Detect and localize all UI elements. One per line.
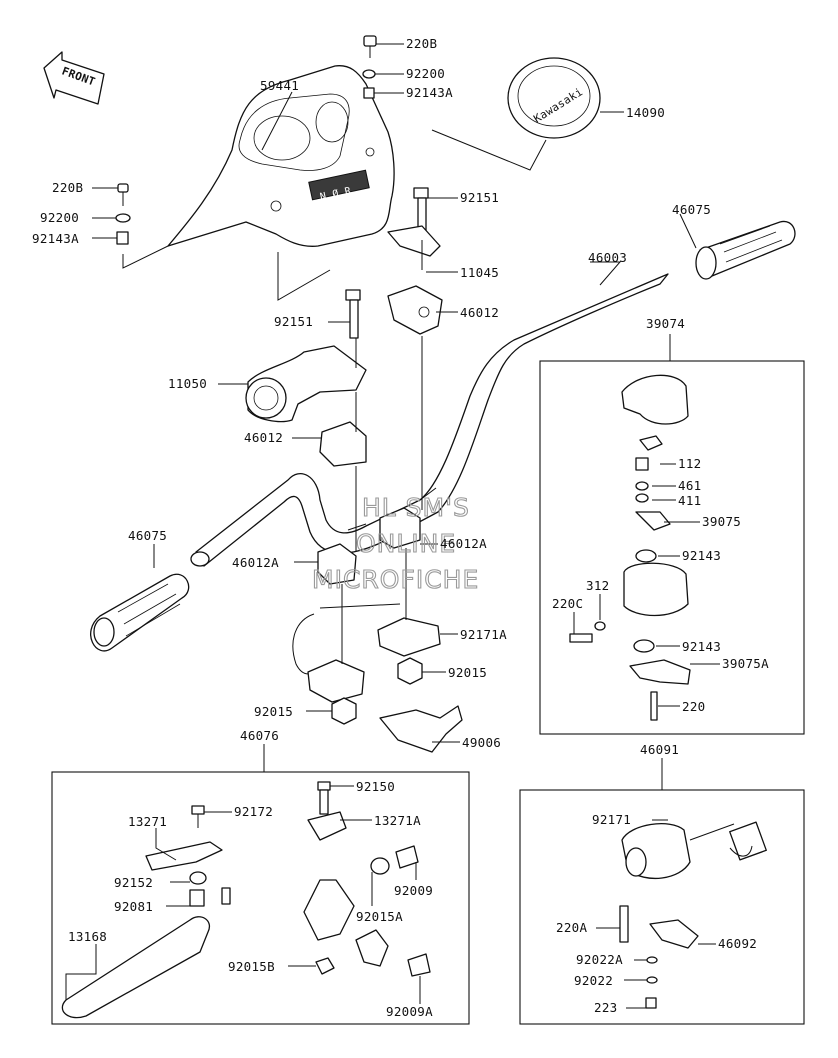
- part-label: 92015B: [228, 959, 275, 974]
- part-label: 92151: [274, 314, 313, 329]
- part-label: 92171: [592, 812, 631, 827]
- part-label: 46012A: [440, 536, 487, 551]
- holder-46012a-left: [317, 543, 357, 585]
- leader-lines: [65, 43, 720, 1009]
- part-label: 39075A: [722, 656, 769, 671]
- part-label: 220B: [406, 36, 437, 51]
- lever-assembly-46076: [61, 781, 431, 1019]
- bolt-92151-upper: [413, 187, 429, 233]
- part-label: 46092: [718, 936, 757, 951]
- holder-49006: [379, 705, 463, 753]
- watermark-line-1: HL SM'S: [362, 493, 470, 522]
- part-label: 92143A: [32, 231, 79, 246]
- part-label: 59441: [260, 78, 299, 93]
- part-label: 461: [678, 478, 701, 493]
- part-label: 220: [682, 699, 705, 714]
- part-label: 92009A: [386, 1004, 433, 1019]
- part-label: 13271: [128, 814, 167, 829]
- watermark: HL SM'S ONLINE MICROFICHE: [311, 492, 479, 594]
- watermark-line-2: ONLINE: [356, 529, 456, 558]
- bracket-11045: [387, 225, 441, 257]
- nut-92015-left: [331, 697, 357, 725]
- meter-cover-part: N Ø R: [167, 65, 395, 247]
- nut-92015-right: [397, 657, 423, 685]
- lever-group-box: [51, 771, 470, 1025]
- switch-housing-39074: [569, 374, 691, 721]
- front-arrow-icon: FRONT: [43, 51, 105, 105]
- part-label: 46012: [460, 305, 499, 320]
- part-label: 92022: [574, 973, 613, 988]
- part-label: 13168: [68, 929, 107, 944]
- part-label: 39075: [702, 514, 741, 529]
- switch-assembly-46091: [619, 821, 767, 1009]
- part-label: 11050: [168, 376, 207, 391]
- screw-220b-left: [115, 183, 131, 245]
- part-label: 220C: [552, 596, 583, 611]
- part-label: 92150: [356, 779, 395, 794]
- part-label: 92143A: [406, 85, 453, 100]
- part-labels: 220B 92200 92143A 59441 14090 220B 92200…: [32, 36, 769, 1019]
- part-label: 11045: [460, 265, 499, 280]
- holder-46012a-right: [379, 507, 421, 549]
- part-label: 411: [678, 493, 701, 508]
- part-label: 46075: [672, 202, 711, 217]
- part-label: 92022A: [576, 952, 623, 967]
- part-label: 46091: [640, 742, 679, 757]
- part-label: 220B: [52, 180, 83, 195]
- emblem-part: Kawasaki: [507, 57, 601, 139]
- part-label: 92200: [40, 210, 79, 225]
- part-label: 92200: [406, 66, 445, 81]
- part-label: 92015A: [356, 909, 403, 924]
- part-label: 46012A: [232, 555, 279, 570]
- part-label: 92143: [682, 639, 721, 654]
- part-label: 220A: [556, 920, 587, 935]
- part-label: 92143: [682, 548, 721, 563]
- part-label: 49006: [462, 735, 501, 750]
- part-label: 312: [586, 578, 609, 593]
- grip-left: [90, 573, 190, 652]
- watermark-line-3: MICROFICHE: [312, 565, 479, 594]
- part-label: 46003: [588, 250, 627, 265]
- part-label: 92081: [114, 899, 153, 914]
- part-label: 13271A: [374, 813, 421, 828]
- part-label: 92009: [394, 883, 433, 898]
- cable-clamp-part: [292, 603, 441, 703]
- part-label: 92015: [254, 704, 293, 719]
- part-label: 46075: [128, 528, 167, 543]
- part-label: 92171A: [460, 627, 507, 642]
- part-label: 92151: [460, 190, 499, 205]
- part-label: 46076: [240, 728, 279, 743]
- part-label: 92015: [448, 665, 487, 680]
- part-label: 92152: [114, 875, 153, 890]
- part-label: 14090: [626, 105, 665, 120]
- bolt-92151-left: [345, 289, 361, 339]
- screw-220b-top: [362, 35, 377, 99]
- part-label: 39074: [646, 316, 685, 331]
- switch-group-box-right: [539, 360, 805, 735]
- holder-46012-upper: [387, 285, 443, 335]
- holder-46012-lower: [319, 421, 367, 467]
- part-label: 112: [678, 456, 701, 471]
- part-label: 223: [594, 1000, 617, 1015]
- part-label: 46012: [244, 430, 283, 445]
- grip-right: [695, 220, 796, 280]
- part-label: 92172: [234, 804, 273, 819]
